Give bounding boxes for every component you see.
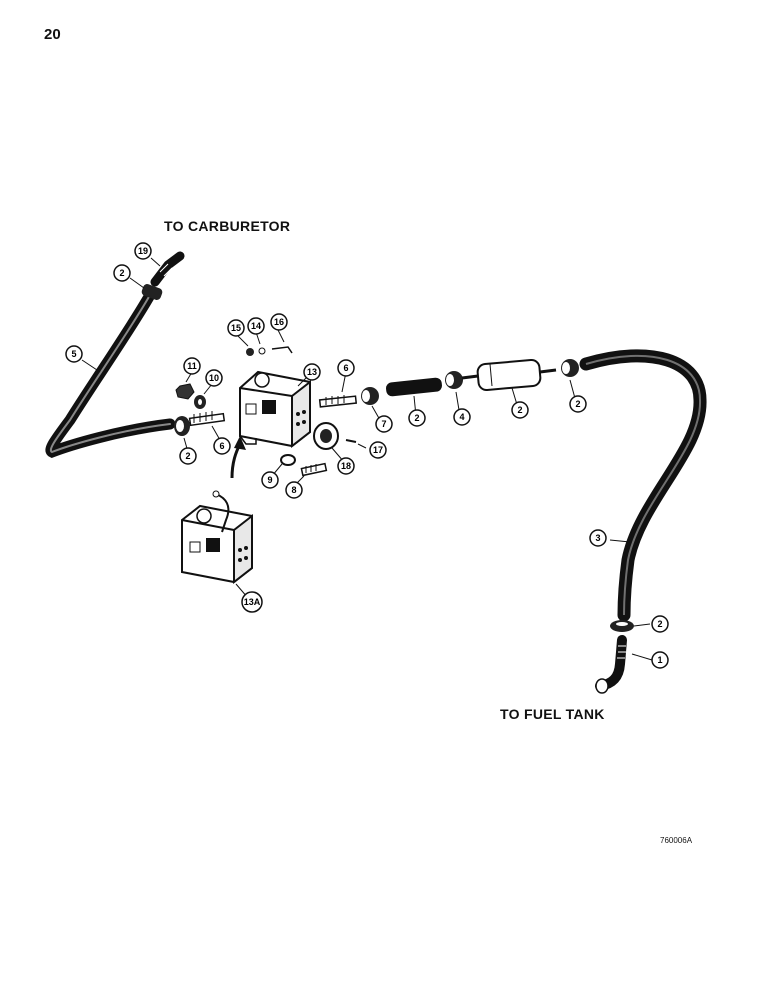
elbow-fitting-19 [150, 251, 185, 287]
hose-5 [45, 289, 176, 459]
fuel-pump-13A [181, 490, 253, 585]
callout-6: 6 [213, 437, 231, 455]
callout-13A: 13A [241, 591, 263, 613]
callout-6: 6 [337, 359, 355, 377]
svg-text:2: 2 [185, 451, 190, 461]
svg-text:2: 2 [517, 405, 522, 415]
callout-group: 19 2 5 15 14 16 11 10 13 6 6 2 7 2 4 2 2 17 18 9 8 3 13A 2 1 [65, 242, 669, 669]
callout-4: 4 [453, 408, 471, 426]
washer-9 [280, 454, 296, 466]
callout-2: 2 [113, 264, 131, 282]
washer-10 [194, 395, 206, 409]
svg-text:18: 18 [341, 461, 351, 471]
callout-2: 2 [569, 395, 587, 413]
callout-7: 7 [375, 415, 393, 433]
hose-clamp [361, 387, 379, 405]
arrow-indicator [230, 443, 242, 479]
callout-17: 17 [369, 441, 387, 459]
hose-clamp [445, 371, 463, 389]
svg-text:13: 13 [307, 367, 317, 377]
callout-9: 9 [261, 471, 279, 489]
callout-15: 15 [227, 319, 245, 337]
svg-text:10: 10 [209, 373, 219, 383]
svg-text:11: 11 [187, 361, 197, 371]
svg-text:6: 6 [219, 441, 224, 451]
svg-text:5: 5 [71, 349, 76, 359]
svg-text:1: 1 [657, 655, 662, 665]
svg-text:19: 19 [138, 246, 148, 256]
svg-text:2: 2 [575, 399, 580, 409]
callout-1: 1 [651, 651, 669, 669]
svg-text:13A: 13A [244, 597, 261, 607]
callout-2: 2 [179, 447, 197, 465]
bolt-8 [300, 462, 328, 477]
svg-text:15: 15 [231, 323, 241, 333]
callout-18: 18 [337, 457, 355, 475]
hose-clamp [561, 359, 579, 377]
svg-text:4: 4 [459, 412, 464, 422]
hose-clamp [141, 284, 163, 300]
callout-2: 2 [651, 615, 669, 633]
svg-text:2: 2 [414, 413, 419, 423]
svg-text:2: 2 [119, 268, 124, 278]
svg-text:6: 6 [343, 363, 348, 373]
svg-text:14: 14 [251, 321, 261, 331]
nut-11 [175, 383, 195, 400]
svg-text:16: 16 [274, 317, 284, 327]
callout-10: 10 [205, 369, 223, 387]
callout-5: 5 [65, 345, 83, 363]
callout-8: 8 [285, 481, 303, 499]
page-number: 20 [44, 26, 61, 43]
callout-11: 11 [183, 357, 201, 375]
svg-text:3: 3 [595, 533, 600, 543]
fuel-pump-13 [239, 370, 311, 449]
callout-2: 2 [408, 409, 426, 427]
hose-3 [579, 349, 707, 622]
callout-3: 3 [589, 529, 607, 547]
cover-plate-18 [313, 422, 339, 450]
drawing-code: 760006A [660, 836, 693, 845]
svg-text:17: 17 [373, 445, 383, 455]
svg-text:9: 9 [267, 475, 272, 485]
small-parts-14-15-16 [246, 346, 293, 356]
hose-clamp [174, 416, 190, 436]
hose-7 [386, 377, 442, 397]
fuel-filter-4 [461, 359, 557, 391]
leader-lines [81, 257, 653, 661]
callout-13: 13 [303, 363, 321, 381]
callout-16: 16 [270, 313, 288, 331]
hose-barb-fitting-6 [318, 395, 358, 408]
screw-17 [345, 439, 357, 443]
hose-clamp [610, 620, 634, 632]
callout-19: 19 [134, 242, 152, 260]
svg-text:8: 8 [291, 485, 296, 495]
elbow-fitting-1 [595, 635, 627, 694]
to-fuel-tank-label: TO FUEL TANK [500, 706, 605, 722]
hose-barb-fitting-6 [188, 411, 226, 427]
svg-text:2: 2 [657, 619, 662, 629]
callout-2: 2 [511, 401, 529, 419]
svg-text:7: 7 [381, 419, 386, 429]
to-carburetor-label: TO CARBURETOR [164, 218, 291, 234]
callout-14: 14 [247, 317, 265, 335]
